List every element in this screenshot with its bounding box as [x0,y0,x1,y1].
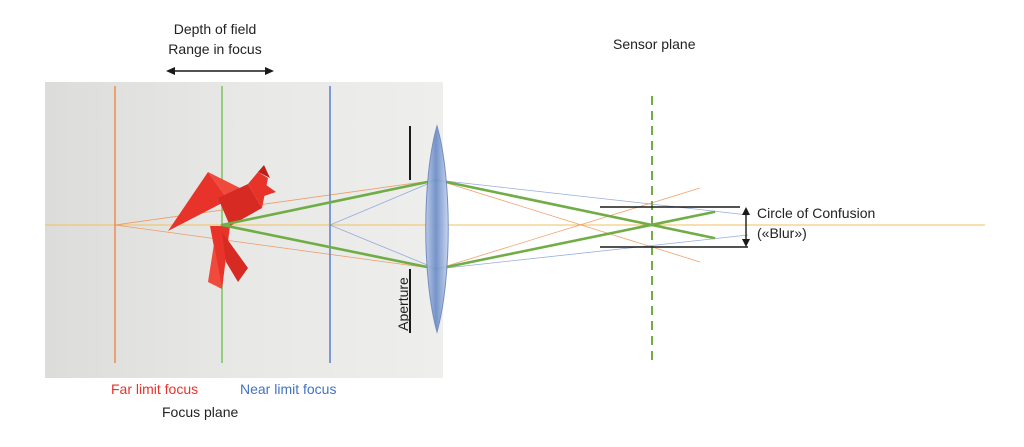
circle-of-confusion-label: Circle of Confusion [757,205,876,221]
range-in-focus-label: Range in focus [168,41,262,57]
far-limit-focus-label: Far limit focus [111,381,199,397]
double-headed-arrow-icon [166,67,274,75]
aperture-label: Aperture [395,277,411,331]
focused-rays [220,178,716,271]
near-limit-rays [329,179,749,270]
focus-plane-label: Focus plane [162,404,239,420]
biconvex-lens-icon [425,124,449,334]
sensor-plane-label: Sensor plane [613,36,696,52]
near-limit-focus-label: Near limit focus [240,381,337,397]
far-limit-rays [114,179,701,270]
depth-of-field-label: Depth of field [173,21,257,37]
origami-bird-icon [168,165,276,289]
blur-label: («Blur») [757,225,807,241]
vertical-double-arrow-icon [742,207,750,247]
